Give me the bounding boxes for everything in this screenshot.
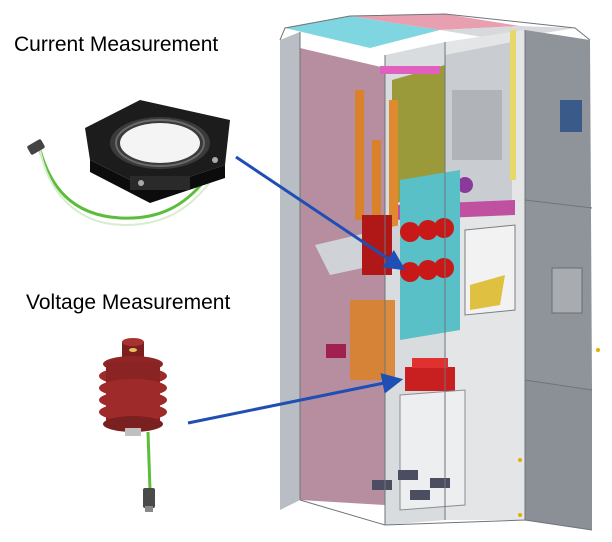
voltage-sensor-image bbox=[99, 338, 167, 512]
voltage-measurement-label: Voltage Measurement bbox=[26, 291, 231, 314]
current-measurement-arrow bbox=[235, 155, 406, 271]
switchgear-cabinet-image bbox=[279, 13, 600, 531]
current-sensor-image bbox=[27, 100, 230, 227]
current-measurement-label: Current Measurement bbox=[14, 33, 219, 56]
voltage-measurement-arrow bbox=[187, 373, 404, 425]
